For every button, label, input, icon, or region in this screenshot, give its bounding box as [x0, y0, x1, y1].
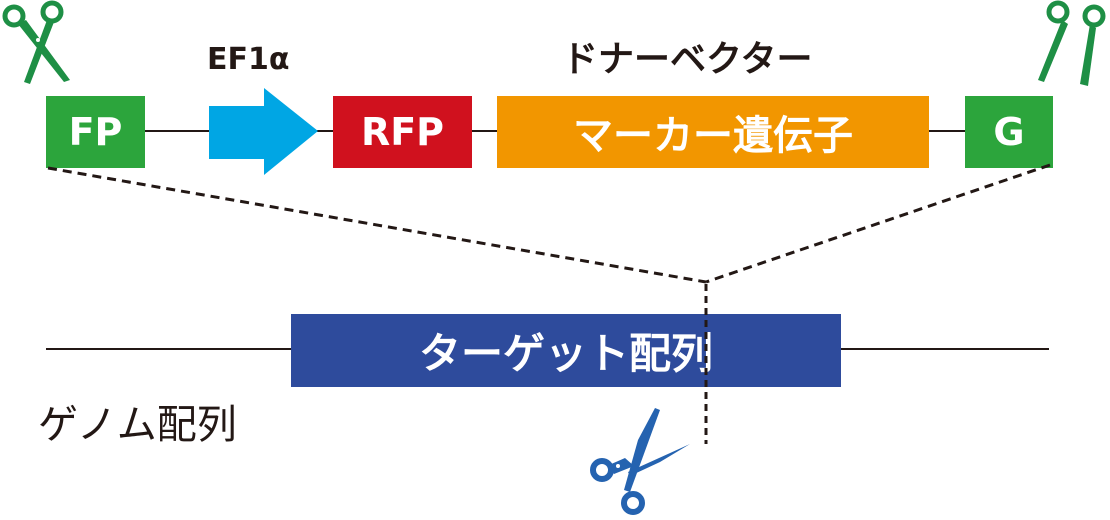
- marker-gene-label: マーカー遺伝子: [573, 113, 853, 159]
- rfp-label: RFP: [360, 110, 445, 154]
- marker-gene-box: マーカー遺伝子: [497, 96, 929, 168]
- left-dashed-line: [47, 166, 707, 284]
- right-dashed-line: [705, 163, 1051, 284]
- left-arm-label: FP: [68, 110, 123, 154]
- target-cut-scissors-icon: [590, 408, 690, 515]
- right-arm-label: G: [993, 110, 1025, 154]
- target-sequence-label: ターゲット配列: [418, 329, 713, 378]
- donor-vector-title: ドナーベクター: [562, 39, 813, 80]
- left-scissors-icon: [2, 0, 70, 84]
- rfp-box: RFP: [333, 96, 472, 168]
- genome-label: ゲノム配列: [38, 402, 237, 448]
- left-arm-box: FP: [46, 96, 145, 168]
- promoter-label: EF1α: [207, 42, 290, 77]
- target-sequence-box: ターゲット配列: [291, 314, 841, 387]
- right-scissors-icon: [1038, 0, 1106, 86]
- right-arm-box: G: [965, 96, 1053, 168]
